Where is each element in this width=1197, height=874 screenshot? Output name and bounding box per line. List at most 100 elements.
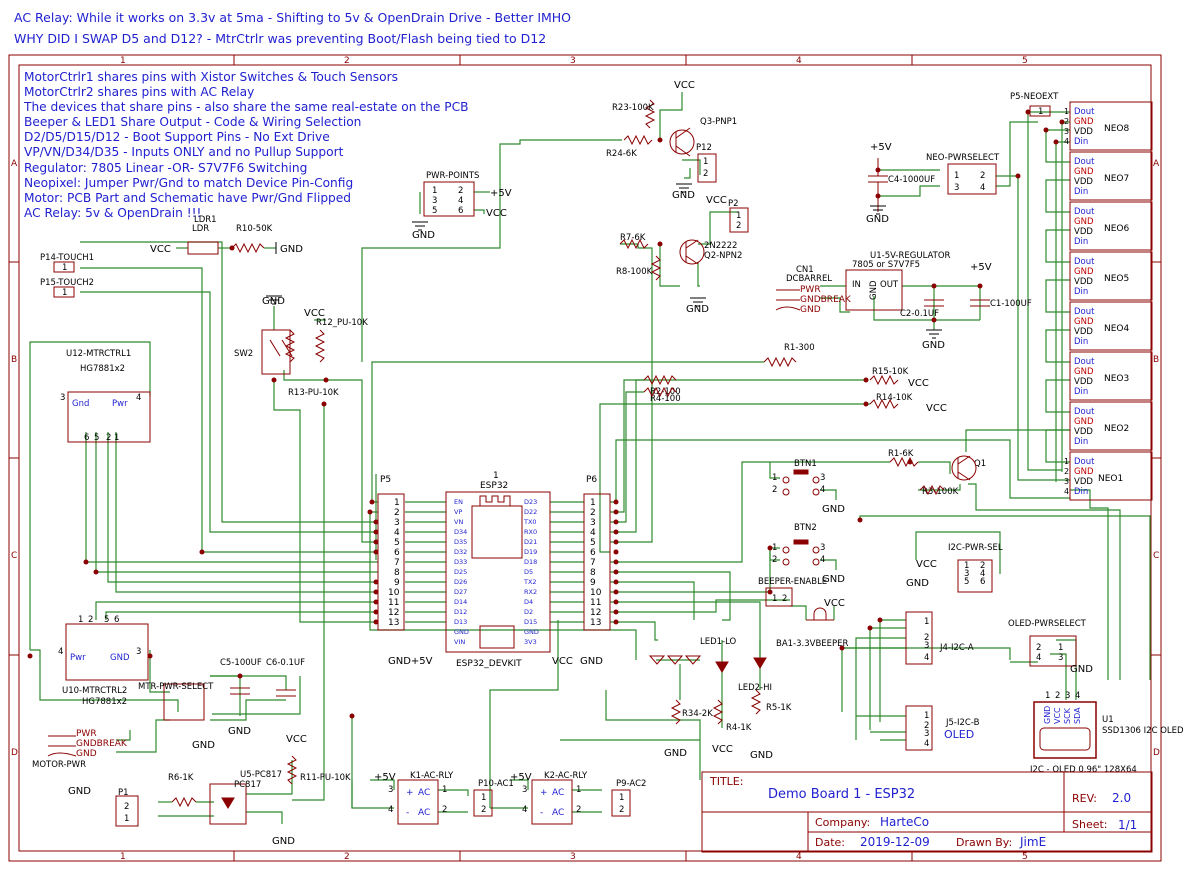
oled-sub: I2C - OLED 0.96" 128X64 [1030, 765, 1137, 775]
col-label: 3 [570, 56, 576, 66]
date-label: Date: [815, 836, 845, 849]
v5-label: +5V [870, 142, 892, 153]
p6-pin: 12 [590, 608, 601, 618]
vcc-label: VCC [908, 378, 929, 389]
regulator-ref: U1-5V-REGULATOR [870, 251, 951, 261]
k1-pin: 2 [442, 805, 447, 815]
j4-pin: 4 [924, 653, 929, 663]
esp32-pin: D14 [454, 598, 467, 606]
oled-pwrselect-ref: OLED-PWRSELECT [1008, 619, 1087, 629]
cn1-pwr: PWR [800, 285, 821, 295]
p2-ref: P2 [728, 199, 739, 209]
p12-pin: 2 [703, 169, 708, 179]
neo-pin: VDD [1074, 427, 1093, 437]
btn2-ref: BTN2 [794, 523, 817, 533]
pwr-points-box [423, 181, 475, 217]
btn1-pin: 3 [820, 473, 825, 483]
btn1-ref: BTN1 [794, 459, 817, 469]
r14-ref: R14-10K [876, 393, 913, 403]
beeper-enable-pin: 1 [772, 594, 777, 604]
esp32-pin: D22 [524, 508, 537, 516]
r5-ref: R5-1K [766, 703, 792, 713]
oled-pwrselect-pin: 4 [1036, 653, 1041, 663]
neo-pin: Dout [1074, 357, 1095, 367]
r3-ref: R3-100K [922, 487, 959, 497]
p6-pin: 11 [590, 598, 601, 608]
esp32-pin: EN [454, 498, 463, 506]
title-block-frame [701, 771, 1153, 853]
col-label: 5 [1022, 56, 1028, 66]
sheet-border [8, 54, 1162, 862]
btn2-pin: 2 [772, 555, 777, 565]
vcc-label: VCC [712, 744, 733, 755]
neo-pwrselect-pin: 4 [980, 183, 985, 193]
neo-pin-num: 4 [1064, 137, 1069, 146]
p6-pin: 6 [590, 548, 596, 558]
neo-pin-num: 4 [1064, 487, 1069, 496]
u5-box [209, 783, 247, 825]
j4-pin: 1 [924, 617, 929, 627]
esp32-pin: VN [454, 518, 463, 526]
neo-labels: NEO8 NEO7 NEO6 NEO5 NEO4 NEO3 NEO2 NEO1 [1098, 124, 1130, 484]
k1-ac: AC [418, 788, 430, 798]
p5-pin: 8 [394, 568, 400, 578]
neo-pin-num: 1 [1064, 457, 1069, 466]
neo-pin: GND [1074, 317, 1094, 327]
u12-value: HG7881x2 [80, 364, 125, 374]
neo-pin: GND [1074, 467, 1094, 477]
p5neoext-pin: 1 [1038, 107, 1043, 117]
j4-ref: J4-I2C-A [939, 643, 974, 653]
oled-pin-num: 4 [1075, 691, 1080, 701]
u5-ref: U5-PC817 [240, 770, 282, 780]
p5-pin: 3 [394, 518, 400, 528]
ba1-ref: BA1-3.3VBEEPER [776, 639, 849, 649]
mtr-pwr-select-ref: MTR-PWR-SELECT [138, 682, 214, 692]
vcc-label: VCC [552, 656, 573, 667]
date-value: 2019-12-09 [860, 835, 930, 849]
oled-screen [1039, 727, 1091, 751]
esp32-value: ESP32 [480, 481, 508, 491]
title-label: TITLE: [710, 775, 744, 788]
mtr-pwr-select-box [163, 683, 205, 721]
neo-pin: VDD [1074, 277, 1093, 287]
col-label: 3 [570, 852, 576, 862]
u5-value: PC817 [234, 780, 261, 790]
oled-pin: SDA [1073, 707, 1082, 724]
p6-ref: P6 [586, 475, 597, 485]
esp32-pin: D12 [454, 608, 467, 616]
esp32-pin: TX2 [523, 578, 537, 586]
note-line: AC Relay: 5v & OpenDrain !!! [24, 205, 202, 220]
rev-label: REV: [1072, 792, 1097, 805]
p6-pin: 13 [590, 618, 601, 628]
esp32-pin: D34 [454, 528, 467, 536]
i2c-pin: 6 [980, 577, 985, 587]
p6-pin: 3 [590, 518, 596, 528]
p5-pin: 9 [394, 578, 400, 588]
beeper-enable-pin: 2 [782, 594, 787, 604]
vcc-label: VCC [304, 308, 325, 319]
u10-pin-pwr: 4 [58, 647, 63, 657]
q2-transistor [619, 238, 705, 281]
oled-pwrselect-pin: 2 [1036, 643, 1041, 653]
btn2-pin: 4 [820, 555, 825, 565]
p6-pin: 5 [590, 538, 596, 548]
c4-capacitor [868, 158, 888, 212]
p2-pin: 1 [736, 211, 741, 221]
p2-box [729, 207, 749, 233]
p5-ref: P5 [380, 475, 391, 485]
gnd-label: GND [686, 304, 709, 315]
p1-pin: 2 [124, 802, 129, 812]
r34-ref: R34-2K [682, 709, 713, 719]
row-label: B [1153, 355, 1159, 365]
k2-pin: 4 [522, 805, 527, 815]
col-label: 2 [344, 56, 350, 66]
esp32-ref: 1 [493, 471, 499, 481]
p14-pin: 1 [62, 263, 67, 273]
p6-pin: 7 [590, 558, 596, 568]
col-label: 1 [120, 852, 126, 862]
p14-box [53, 261, 75, 273]
neo-pwrselect-pin: 1 [954, 171, 959, 181]
right-side-symbols [643, 356, 977, 725]
oled-pin: SCK [1063, 707, 1072, 724]
neo-pin-labels: Dout GND VDD Din Dout GND VDD Din Dout G… [1074, 107, 1095, 497]
